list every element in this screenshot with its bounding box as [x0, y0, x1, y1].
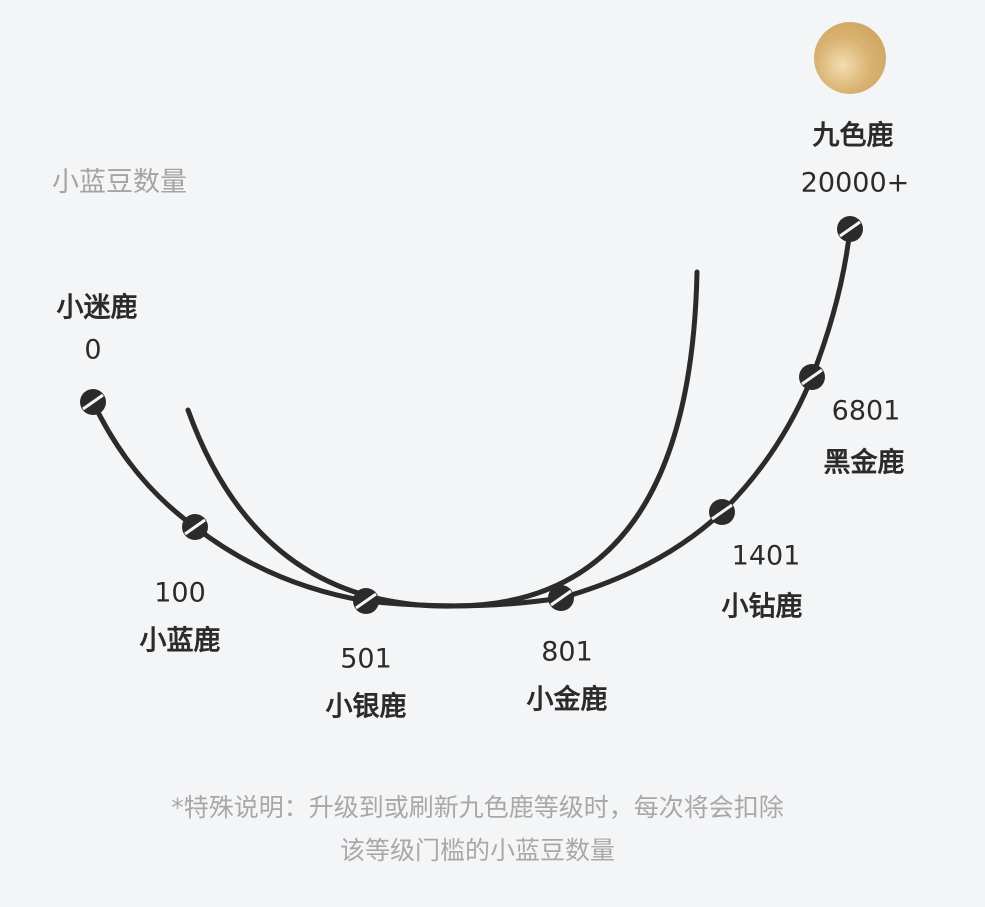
level-node-marker [80, 389, 106, 415]
level-node-marker [799, 364, 825, 390]
level-node-marker [837, 216, 863, 242]
level-threshold: 801 [541, 636, 593, 668]
footnote-line-2: 该等级门槛的小蓝豆数量 [339, 836, 615, 865]
level-node-marker [182, 514, 208, 540]
level-name: 小蓝鹿 [139, 625, 221, 657]
level-threshold: 100 [154, 577, 206, 609]
level-name: 小金鹿 [526, 684, 608, 716]
level-threshold: 501 [340, 643, 392, 675]
level-name: 小钻鹿 [721, 591, 803, 623]
level-name: 九色鹿 [812, 120, 894, 152]
level-threshold: 20000+ [800, 167, 910, 199]
level-node-marker [353, 588, 379, 614]
level-name: 小迷鹿 [56, 292, 138, 324]
level-name: 黑金鹿 [823, 447, 905, 479]
level-threshold: 1401 [731, 540, 801, 572]
level-node-marker [548, 585, 574, 611]
level-threshold: 6801 [831, 395, 901, 427]
axis-label: 小蓝豆数量 [52, 167, 187, 198]
inner-curve [185, 269, 700, 609]
nine-color-deer-avatar [814, 22, 886, 94]
level-name: 小银鹿 [325, 691, 407, 723]
level-node-marker [709, 499, 735, 525]
level-threshold: 0 [84, 334, 102, 366]
footnote-line-1: *特殊说明：升级到或刷新九色鹿等级时，每次将会扣除 [171, 793, 784, 822]
